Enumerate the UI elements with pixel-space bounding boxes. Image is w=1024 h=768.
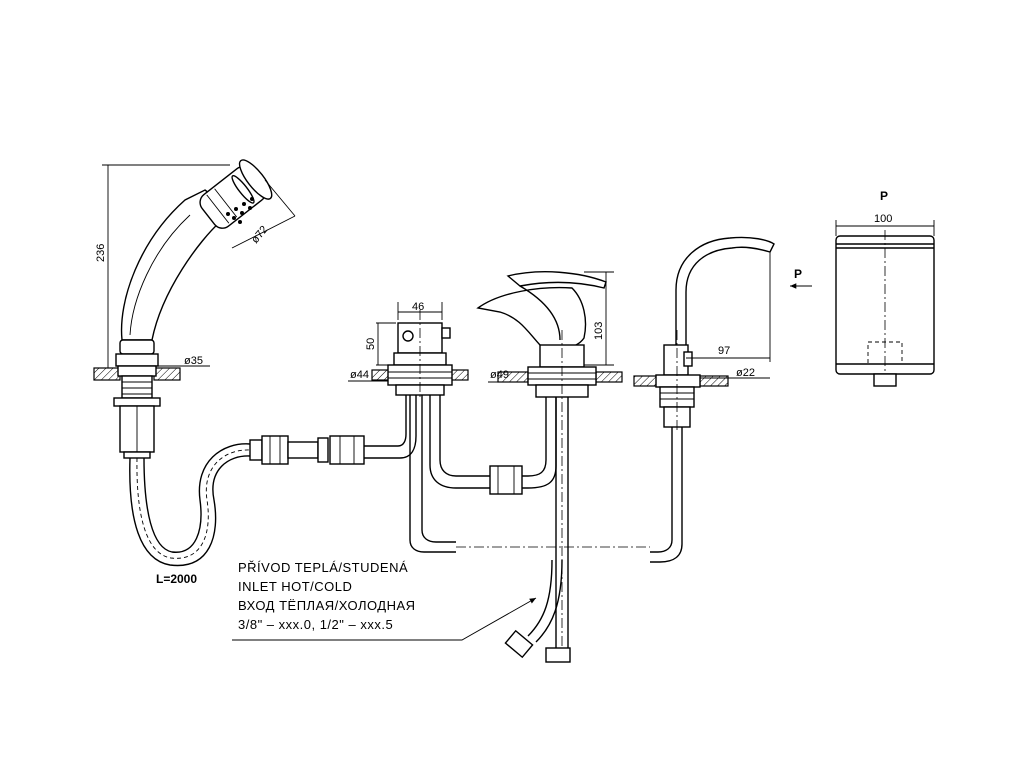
inlet-note-line4: 3/8" – xxx.0, 1/2" – xxx.5 — [238, 617, 393, 632]
dim-mixer-height: 103 — [593, 322, 605, 340]
inlet-note: PŘÍVOD TEPLÁ/STUDENÁ INLET HOT/COLD ВХОД… — [232, 560, 537, 641]
dim-valve-base-dia: ø44 — [350, 369, 369, 381]
inlet-note-line3: ВХОД ТЁПЛАЯ/ХОЛОДНАЯ — [238, 598, 416, 613]
dim-valve-height: 50 — [365, 338, 377, 350]
shower-nozzles — [226, 197, 254, 224]
dim-mixer-base-dia: ø49 — [490, 369, 509, 381]
hose-length-label: L=2000 — [156, 572, 197, 586]
inlet-note-line2: INLET HOT/COLD — [238, 579, 352, 594]
hand-shower: 236 ø72 ø35 — [93, 159, 296, 459]
inlet-note-line1: PŘÍVOD TEPLÁ/STUDENÁ — [238, 560, 408, 575]
dim-shower-head-dia: ø72 — [249, 224, 270, 246]
dim-valve-width: 46 — [412, 301, 424, 313]
dim-shower-base-dia: ø35 — [184, 355, 203, 367]
dim-spout-base-dia: ø22 — [736, 367, 755, 379]
view-p-arrow-label: P — [794, 267, 802, 281]
dim-spout-reach: 97 — [718, 345, 730, 357]
view-p: P 100 — [835, 189, 935, 387]
spout: 97 ø22 P — [633, 236, 812, 563]
mixer-lever: 103 ø49 — [476, 271, 623, 663]
diverter-valve: 46 50 ø44 — [348, 301, 490, 553]
shower-hose: L=2000 — [129, 435, 365, 586]
view-p-label: P — [880, 189, 888, 203]
dim-shower-height: 236 — [95, 244, 107, 262]
dim-view-width: 100 — [874, 213, 892, 225]
